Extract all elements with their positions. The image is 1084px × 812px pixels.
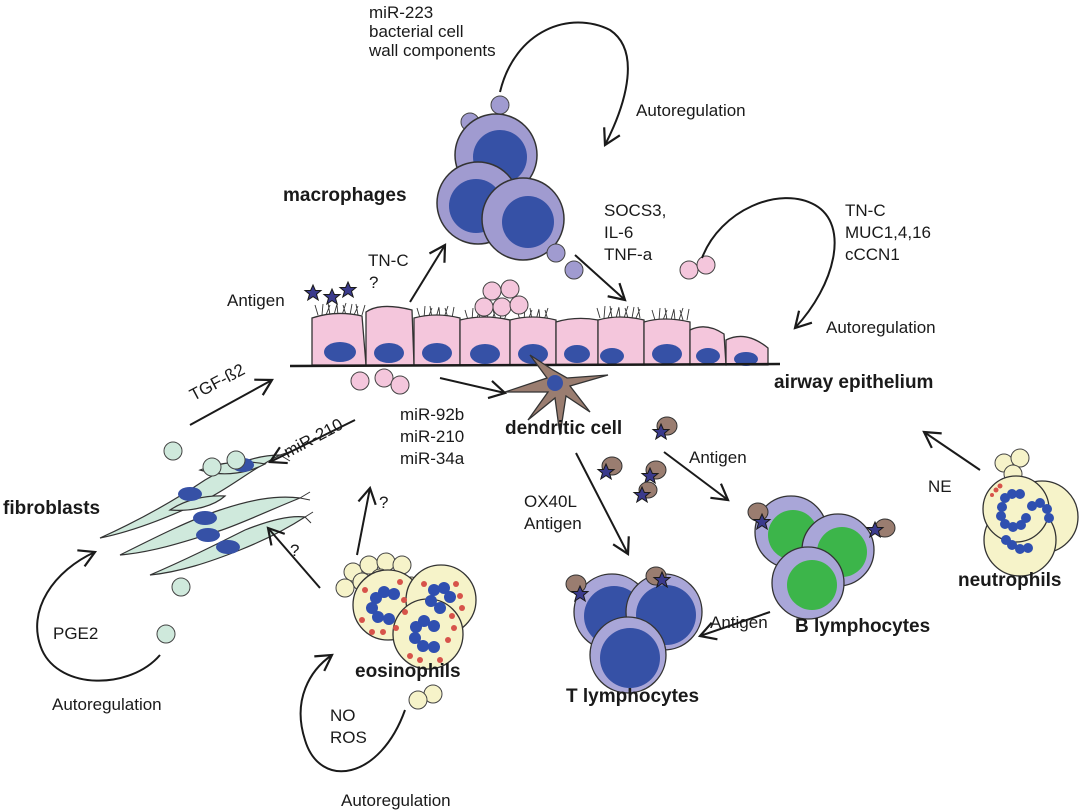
il6-label: IL-6 — [604, 223, 634, 242]
mir223-label: miR-223 — [369, 3, 434, 22]
eosinophil-autoregulation-label: Autoregulation — [341, 791, 451, 810]
antigen-particles — [597, 416, 678, 503]
ne-arrow — [922, 430, 981, 471]
mir92b-label: miR-92b — [400, 405, 465, 424]
bacterial-cell-label: bacterial cell — [369, 22, 464, 41]
eosinophil-question-2: ? — [290, 541, 300, 560]
antigen-stars — [304, 281, 357, 305]
eosinophil-question-1: ? — [379, 493, 389, 512]
dendritic-to-t-arrow — [575, 452, 630, 556]
eosinophil-up-arrow — [356, 485, 377, 556]
neutrophils-label: neutrophils — [958, 570, 1062, 591]
eosinophils-label: eosinophils — [355, 661, 461, 682]
fibroblast-autoregulation-arrow — [36, 549, 161, 682]
epithelium-autoregulation-arrow — [701, 197, 836, 330]
muc-label: MUC1,4,16 — [845, 223, 931, 242]
antigen-label: Antigen — [227, 291, 285, 310]
tnc-to-macrophage-arrow — [409, 243, 447, 303]
airway-epithelium — [289, 255, 781, 395]
eosinophil-autoregulation-arrow — [299, 653, 406, 773]
b-lymphocytes — [747, 495, 896, 620]
ros-label: ROS — [330, 728, 367, 747]
macrophage-cluster — [436, 95, 584, 280]
dendritic-cell-label: dendritic cell — [505, 418, 623, 439]
eosinophils — [335, 552, 477, 710]
epithelium-to-dendritic-arrow — [439, 377, 508, 400]
t-lymphocytes-label: T lymphocytes — [566, 686, 700, 707]
b-lymphocytes-label: B lymphocytes — [795, 616, 931, 637]
mir34a-label: miR-34a — [400, 449, 465, 468]
socs3-label: SOCS3, — [604, 201, 667, 220]
eosinophil-to-fibroblast-arrow — [266, 526, 321, 589]
t-lymphocytes — [565, 566, 703, 694]
fibroblast-autoregulation-label: Autoregulation — [52, 695, 162, 714]
epithelium-autoregulation-label: Autoregulation — [826, 318, 936, 337]
tnc-epithelium-label: TN-C — [845, 201, 886, 220]
antigen-to-t-label: Antigen — [524, 514, 582, 533]
b-to-t-arrow — [697, 611, 771, 641]
macrophage-to-epithelium-arrow — [574, 254, 627, 302]
no-label: NO — [330, 706, 356, 725]
dendritic-cell — [504, 354, 609, 436]
macrophages-label: macrophages — [283, 185, 407, 206]
macrophage-autoregulation-label: Autoregulation — [636, 101, 746, 120]
tnc-question-label: ? — [369, 273, 379, 292]
airway-epithelium-label: airway epithelium — [774, 372, 934, 393]
wall-components-label: wall components — [369, 41, 496, 60]
tgfb2-arrow — [189, 378, 274, 426]
pge2-label: PGE2 — [53, 624, 99, 643]
tnc-label: TN-C — [368, 251, 409, 270]
tnfa-label: TNF-a — [604, 245, 653, 264]
antigen-to-b-label: Antigen — [689, 448, 747, 467]
fibroblasts — [99, 441, 314, 644]
ne-label: NE — [928, 477, 952, 496]
mir210-label: miR-210 — [400, 427, 465, 446]
neutrophils — [982, 448, 1079, 577]
cccn1-label: cCCN1 — [845, 245, 900, 264]
dendritic-to-b-arrow — [663, 451, 730, 502]
macrophage-autoregulation-arrow — [499, 21, 629, 147]
ox40l-label: OX40L — [524, 492, 577, 511]
fibroblasts-label: fibroblasts — [3, 498, 101, 519]
mir210-to-fibroblast-arrow — [268, 419, 356, 465]
antigen-b-to-t-label: Antigen — [710, 613, 768, 632]
